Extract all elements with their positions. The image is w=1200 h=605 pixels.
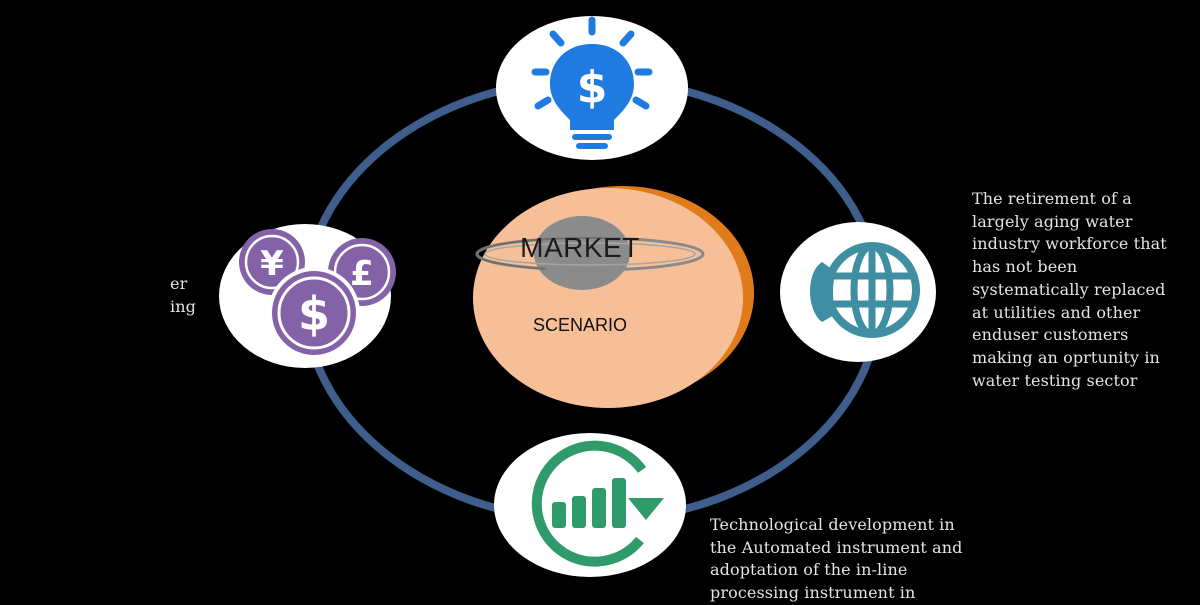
yen-symbol: ¥ — [260, 244, 284, 284]
right-note-text: The retirement of a largely aging water … — [972, 189, 1167, 390]
market-planet — [473, 186, 754, 408]
lightbulb-dollar-icon — [531, 16, 653, 110]
center-subtitle: SCENARIO — [532, 315, 628, 335]
phone-globe-icon — [810, 242, 920, 338]
planet-ring-front — [476, 237, 704, 271]
bottom-note-text: Technological development in the Automat… — [710, 515, 963, 603]
growth-chart-icon — [531, 440, 664, 567]
right-node — [780, 222, 936, 362]
center-title: MARKET — [520, 232, 640, 263]
planet-core — [534, 216, 630, 290]
dollar-coin — [268, 267, 360, 359]
top-node: $ — [496, 16, 688, 160]
pound-symbol: £ — [350, 254, 374, 294]
left-node: ¥ £ $ — [219, 224, 396, 368]
dollar-symbol: $ — [298, 287, 330, 341]
left-note-text: er ing — [170, 274, 196, 316]
bottom-node — [494, 433, 686, 577]
currency-coins-icon — [239, 229, 396, 359]
bulb-dollar-symbol: $ — [577, 62, 608, 113]
